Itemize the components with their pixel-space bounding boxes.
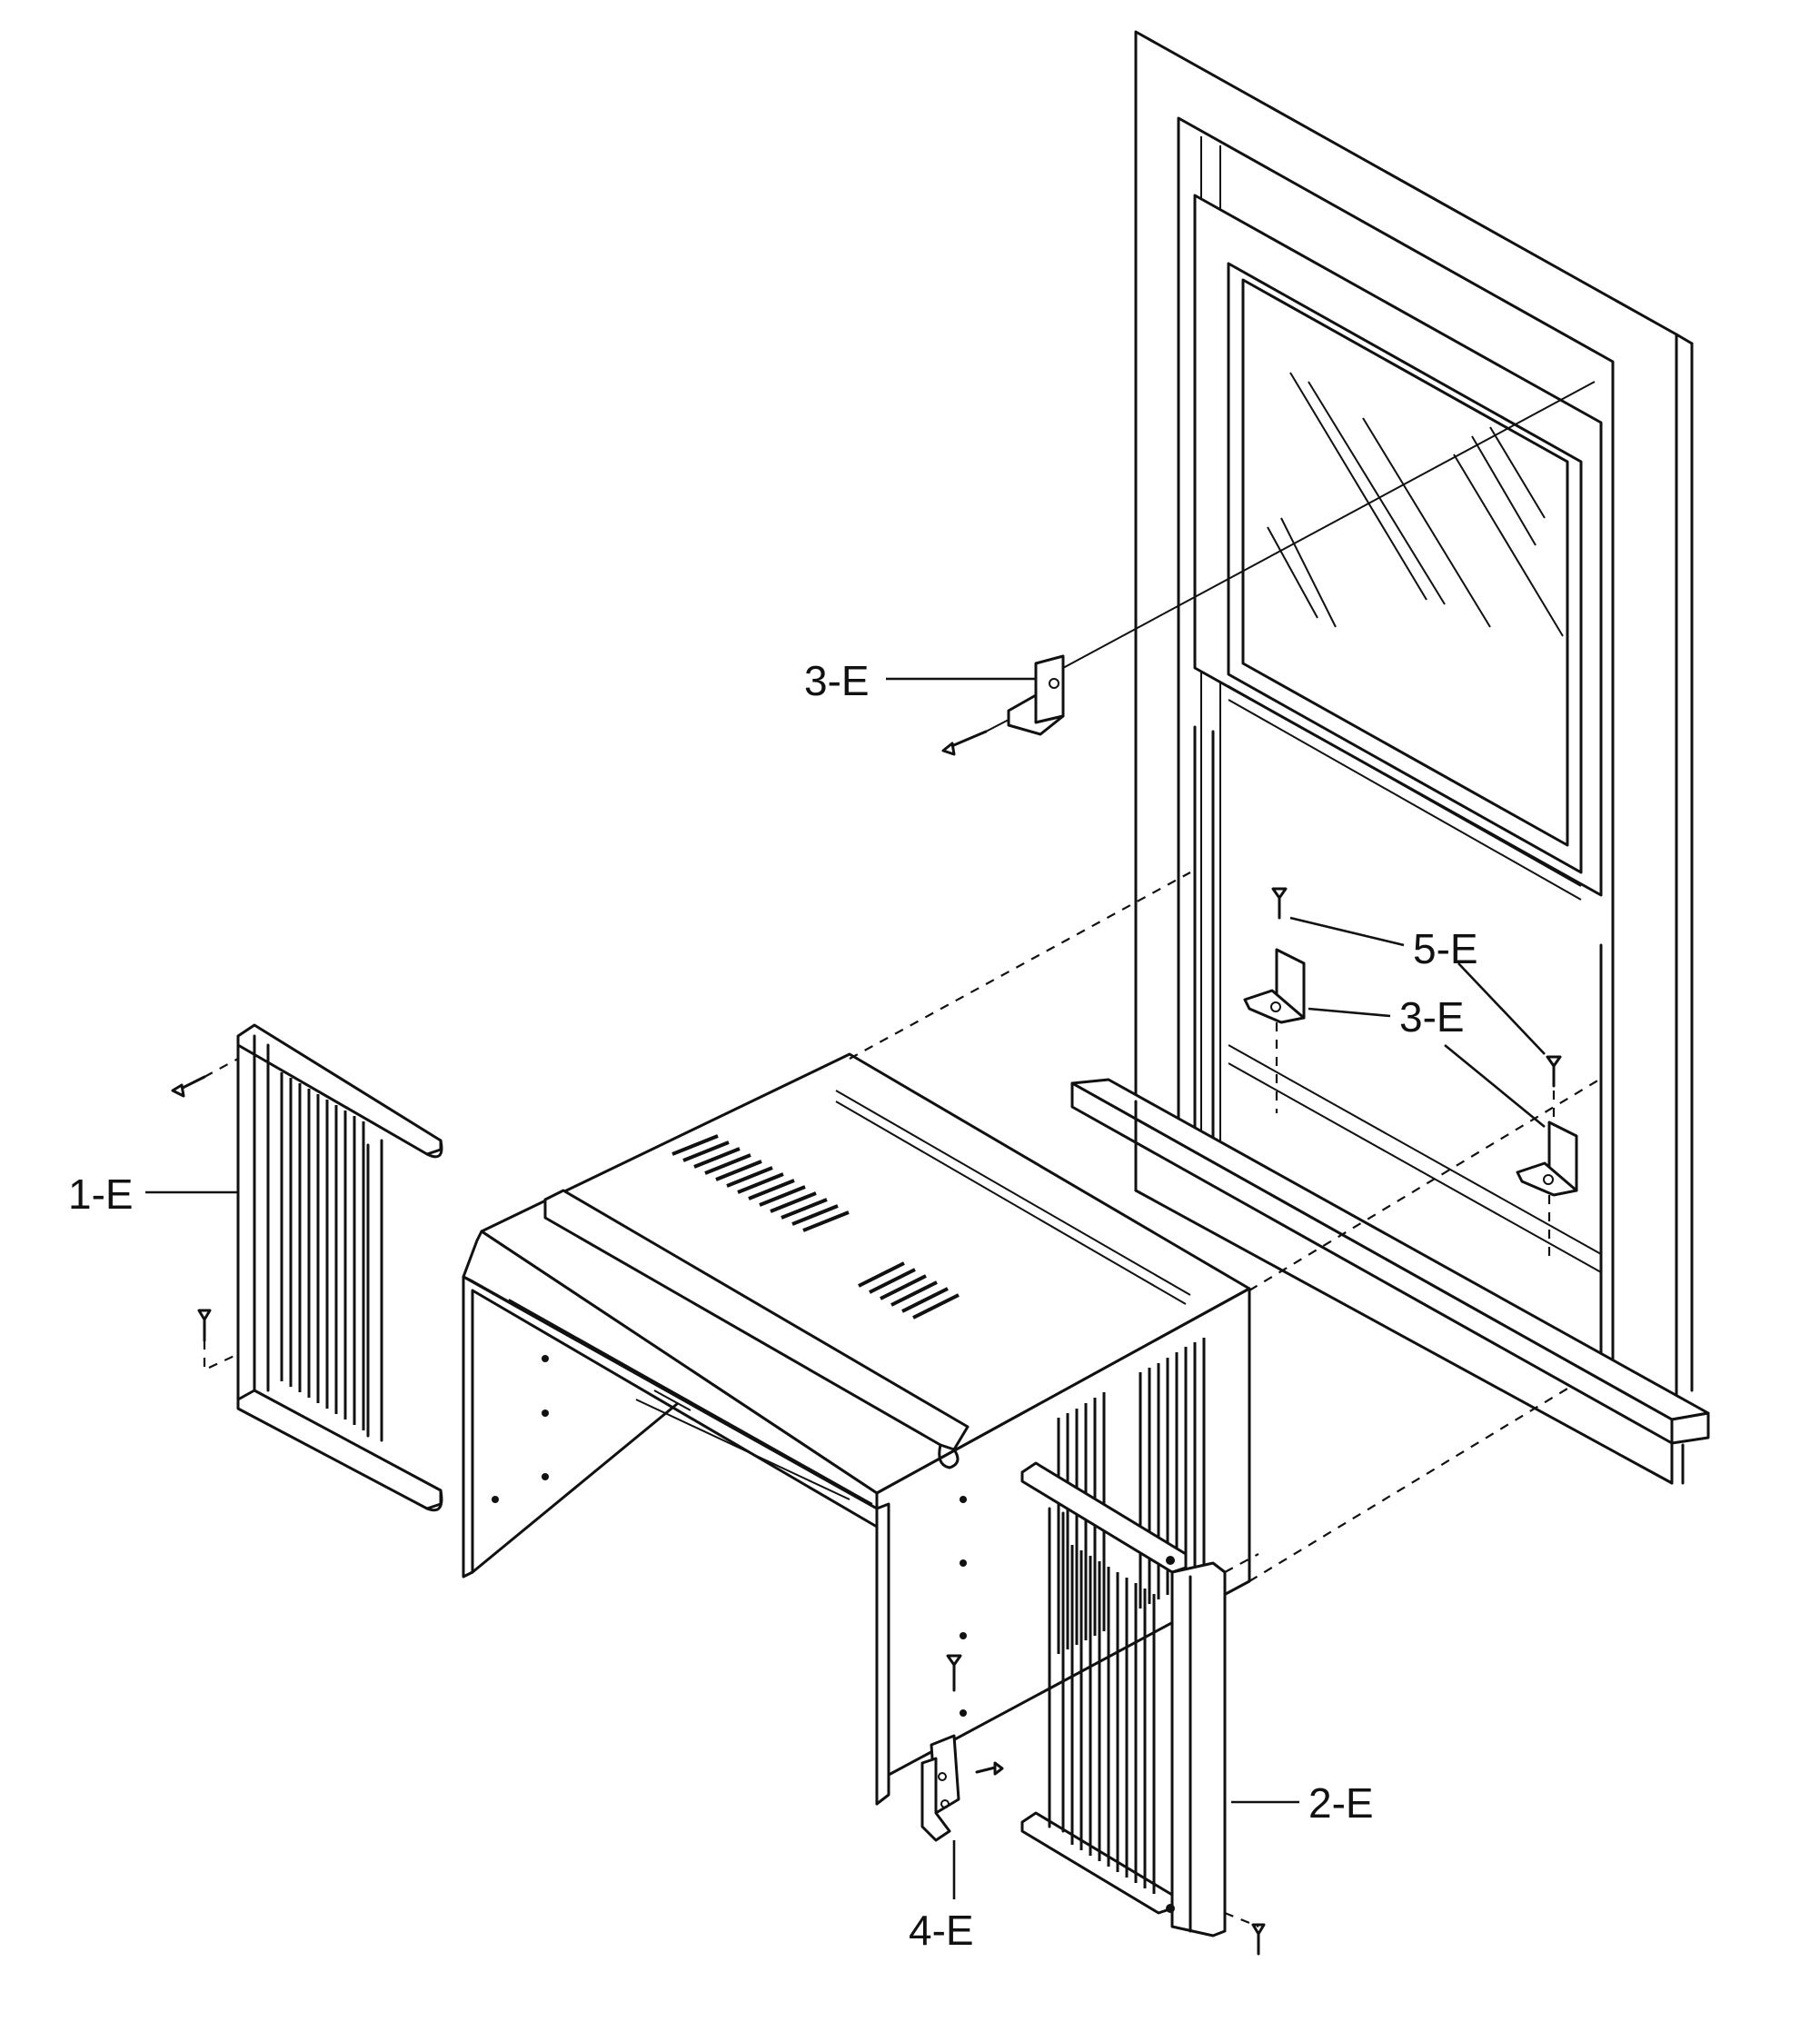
- sleeve-top-vents: [671, 1134, 960, 1320]
- ac-sleeve: [462, 1052, 1251, 1806]
- left-curtain-pleats: [280, 1072, 365, 1430]
- callout-labels: 1-E 2-E 3-E 3-E 4-E 5-E: [68, 657, 1478, 1954]
- window-sill: [1070, 1078, 1710, 1485]
- alignment-dashed-lines: [849, 872, 1605, 1582]
- right-curtain-pleats: [1070, 1545, 1156, 1894]
- right-curtain-screw: [1224, 1911, 1266, 1956]
- upper-angle-bracket: [941, 381, 1596, 756]
- sleeve-top-rail: [543, 1090, 1191, 1469]
- window-lower-sash: [1193, 725, 1603, 1365]
- leader-lines: [145, 677, 1546, 1899]
- bottom-bracket-4e: [920, 1654, 1004, 1842]
- left-curtain-screws: [171, 1058, 239, 1369]
- lower-angle-bracket-right: [1516, 1121, 1578, 1263]
- callout-5e: 5-E: [1413, 925, 1478, 972]
- screws-5e: [1271, 887, 1562, 1122]
- sleeve-holes: [492, 1355, 967, 1717]
- callout-2e: 2-E: [1308, 1779, 1374, 1827]
- right-side-curtain-part: [1020, 1461, 1227, 1937]
- window-glass-reflections: [1267, 372, 1564, 637]
- callout-3e-upper: 3-E: [804, 657, 870, 704]
- lower-angle-bracket-left: [1243, 948, 1306, 1113]
- left-side-curtain-part: [236, 1023, 443, 1512]
- callout-1e: 1-E: [68, 1170, 134, 1218]
- window-upper-sash: [1193, 194, 1603, 901]
- callout-4e: 4-E: [909, 1907, 974, 1954]
- callout-3e-lower: 3-E: [1399, 993, 1465, 1041]
